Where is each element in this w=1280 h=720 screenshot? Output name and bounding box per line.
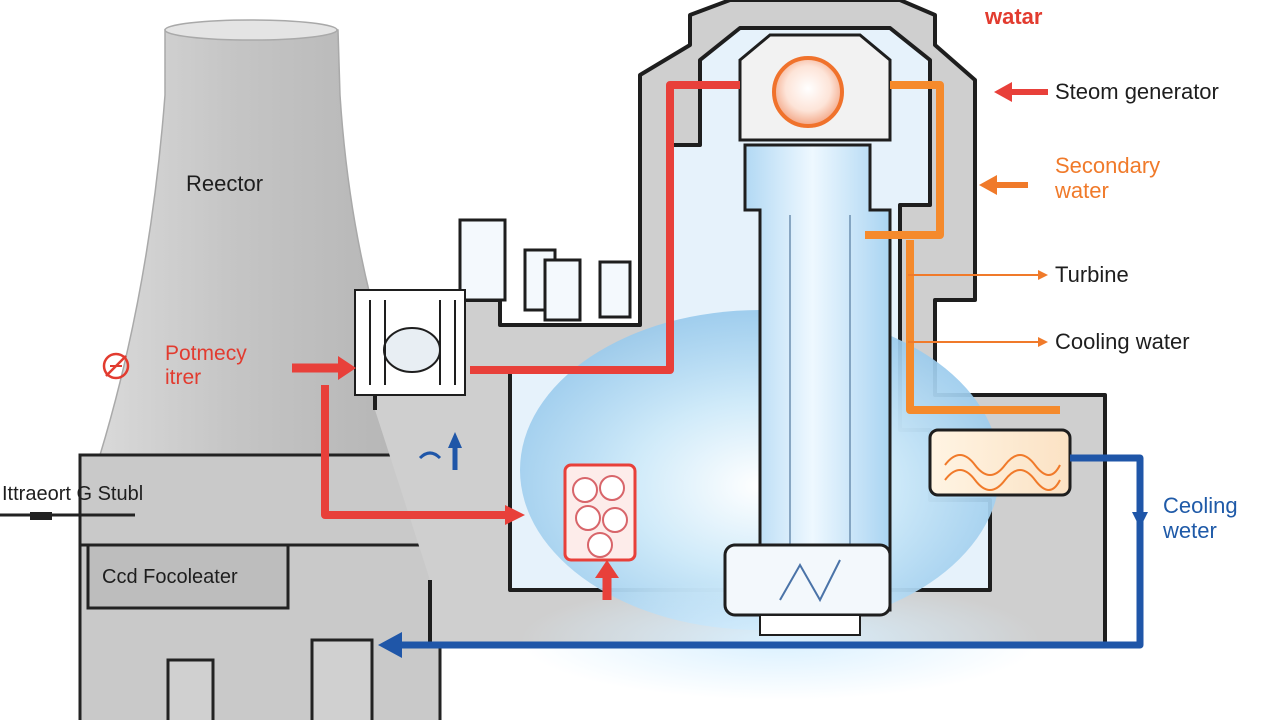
secondary-loop-down — [906, 240, 1060, 414]
label-steam-generator: Steom generator — [1055, 79, 1219, 104]
building-window-left — [166, 658, 215, 720]
cooling-loop — [400, 454, 1144, 649]
cooling-arrow-down — [1132, 512, 1148, 528]
label-primary-filter: Potmecy itrer — [165, 342, 247, 389]
steam-generator-pointer — [994, 82, 1048, 102]
cooling-tower — [98, 23, 396, 456]
label-cooling-water-blue: Ceoling weter — [1163, 493, 1238, 543]
label-water-top: watar — [985, 4, 1043, 29]
label-reactor: Reector — [186, 171, 264, 196]
valve-symbol — [102, 352, 130, 380]
bottom-glow — [520, 580, 1040, 700]
primary-loop-lower — [321, 385, 505, 519]
cooling-tower-top — [164, 19, 338, 41]
label-secondary-water: Secondary water — [1055, 153, 1161, 203]
label-secondary-water-line1: Secondary — [1055, 153, 1161, 178]
turbine-pointer — [908, 270, 1048, 280]
pump-unit — [354, 289, 466, 396]
label-secondary-water-line2: water — [1055, 177, 1109, 203]
cooling-water-pointer — [908, 337, 1048, 347]
cooling-arrow-left — [378, 632, 402, 658]
secondary-loop — [865, 81, 944, 239]
steam-generator-sphere — [772, 56, 844, 128]
primary-loop-upper — [470, 81, 740, 374]
turbine-machinery — [458, 218, 632, 322]
label-turbine: Turbine — [1055, 262, 1129, 287]
label-primary-filter-line2: itrer — [165, 365, 202, 389]
label-cooling-water-blue-line1: Ceoling — [1163, 493, 1238, 518]
building-window-right — [310, 638, 374, 720]
label-cool-foc: Ccd Focoleater — [102, 566, 238, 588]
secondary-water-pointer — [979, 175, 1028, 195]
label-cooling-water: Cooling water — [1055, 329, 1190, 354]
label-transport-stub: Ittraeort G Stubl — [2, 483, 144, 505]
label-primary-filter-line1: Potmecy — [165, 342, 247, 365]
label-cooling-water-blue-line2: weter — [1163, 517, 1217, 543]
